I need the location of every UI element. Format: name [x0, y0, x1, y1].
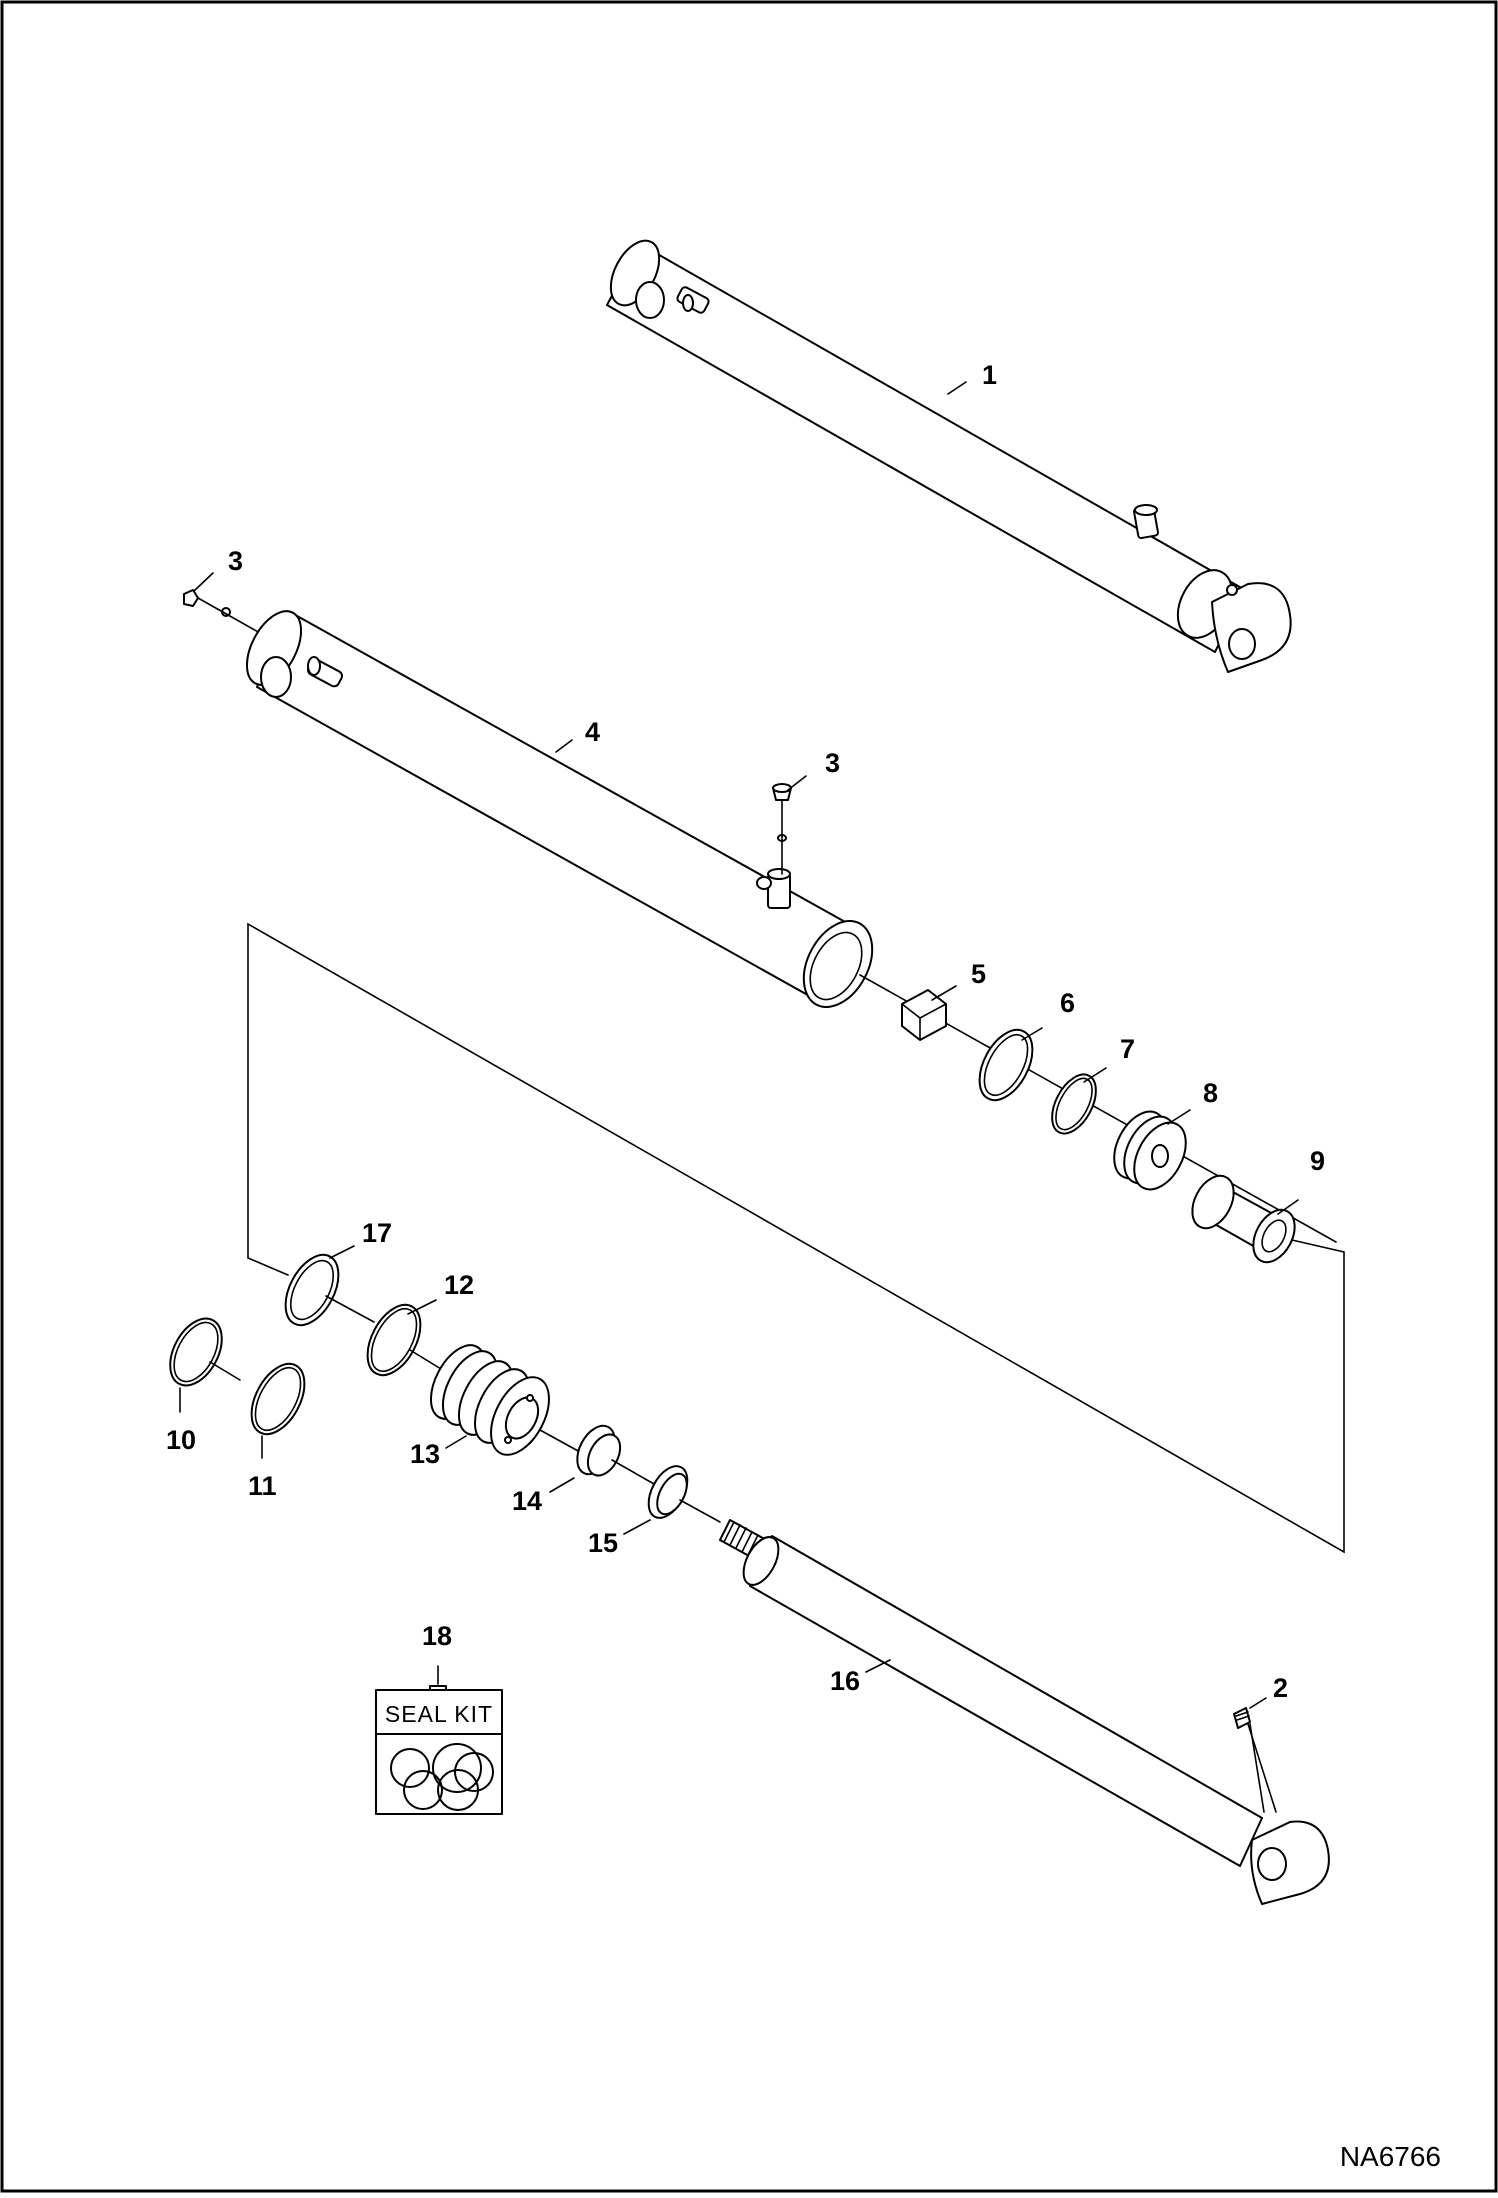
callout-1: 1 [982, 360, 997, 390]
callout-4: 4 [585, 717, 600, 747]
part-7-ring [1051, 1073, 1097, 1135]
part-2-grease-fitting [1233, 1697, 1277, 1813]
callout-13: 13 [410, 1439, 440, 1469]
callout-12: 12 [444, 1270, 474, 1300]
callout-5: 5 [971, 959, 986, 989]
callout-10: 10 [166, 1425, 196, 1455]
part-13-gland [429, 1344, 550, 1456]
part-1-cylinder-assembly [606, 239, 1292, 673]
callout-15: 15 [588, 1528, 618, 1558]
part-6-ring [978, 1028, 1034, 1102]
callout-16: 16 [830, 1666, 860, 1696]
part-12-ring [366, 1303, 422, 1377]
part-11-ring [250, 1362, 306, 1436]
callout-labels: 1 2 3 3 4 5 6 7 8 9 10 11 12 13 14 15 16… [166, 360, 1325, 1703]
part-16-rod [719, 1519, 1330, 1905]
callout-11: 11 [248, 1471, 277, 1501]
callout-17: 17 [362, 1218, 392, 1248]
callout-3-lower: 3 [825, 748, 840, 778]
seal-kit-label: SEAL KIT [385, 1701, 493, 1727]
gland-centerline [539, 1429, 581, 1453]
part-5-nut [901, 989, 947, 1041]
part-10-ring [169, 1317, 223, 1387]
callout-14: 14 [512, 1486, 542, 1516]
part-18-seal-kit [375, 1665, 503, 1815]
drawing-id: NA6766 [1340, 2141, 1441, 2172]
part-8-piston [1113, 1110, 1187, 1191]
callout-8: 8 [1203, 1078, 1218, 1108]
callout-3-top: 3 [228, 546, 243, 576]
callout-18: 18 [422, 1621, 452, 1651]
callout-6: 6 [1060, 988, 1075, 1018]
callout-leaders [179, 381, 1299, 1673]
part-17-ring [284, 1253, 340, 1327]
part-4-barrel [245, 610, 874, 1008]
part-3-fitting-lower [772, 775, 807, 875]
callout-9: 9 [1310, 1146, 1325, 1176]
part-9-spacer [1191, 1174, 1296, 1264]
callout-2: 2 [1273, 1673, 1288, 1703]
callout-7: 7 [1120, 1034, 1135, 1064]
assembly-bracket-line [247, 922, 1345, 1554]
